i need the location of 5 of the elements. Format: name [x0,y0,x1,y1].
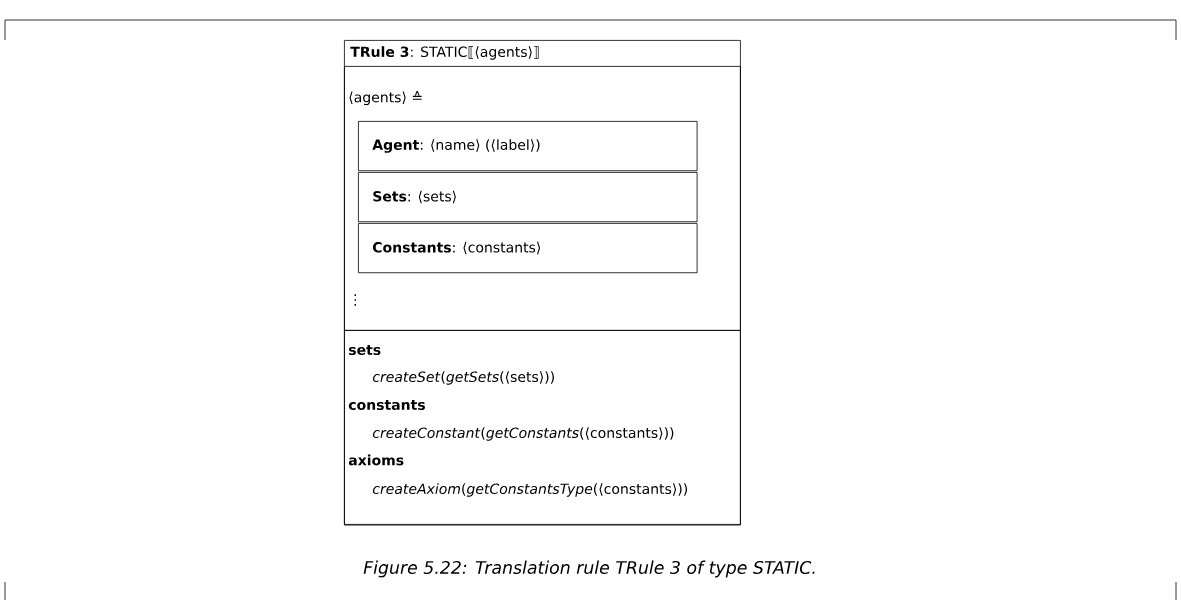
caption: Figure 5.22: Translation rule TRule 3 of type STATIC. [363,560,815,578]
field-box: Constants: ⟨constants⟩ [358,223,698,274]
field-box: Sets: ⟨sets⟩ [358,172,698,223]
field-box: Agent: ⟨name⟩ (⟨label⟩) [358,121,698,172]
output-section: sets createSet(getSets(⟨sets⟩)) constants createConstant(getConstants(⟨constants⟩)) axioms createAxiom(getConstantsType(⟨constants⟩)) [344,330,741,526]
